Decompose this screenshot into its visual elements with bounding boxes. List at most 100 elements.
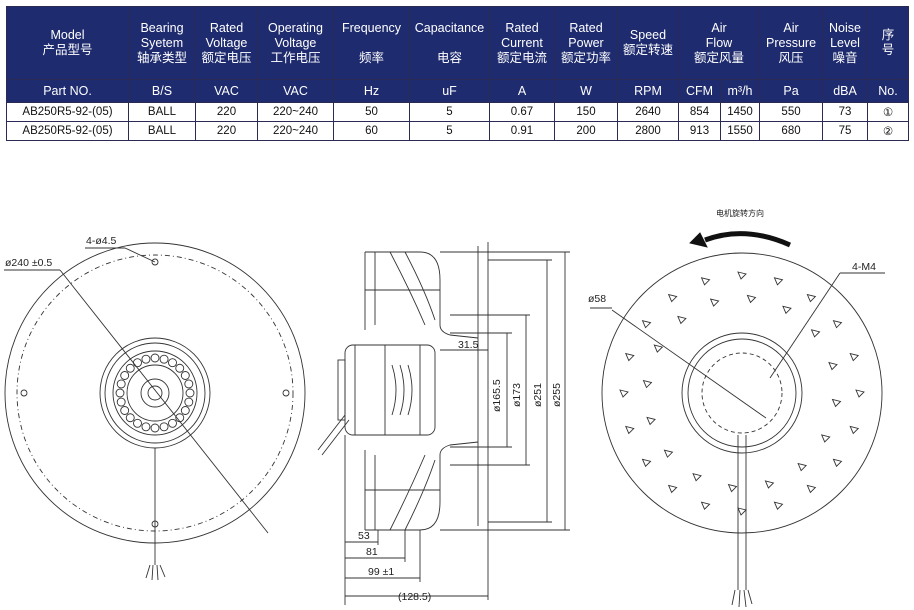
unit-cell: A (489, 79, 555, 103)
mount-hole (282, 389, 290, 397)
header-line: Air (711, 20, 727, 35)
dim-255: ø255 (551, 383, 563, 407)
unit-cell: W (554, 79, 618, 103)
cooling-hole (168, 358, 177, 368)
header-line: Syetem (140, 35, 184, 50)
cooling-hole (116, 379, 126, 389)
vent-slot (855, 389, 865, 398)
vent-slot (653, 344, 664, 353)
dim-58: ø58 (588, 293, 606, 305)
vent-slot (764, 480, 775, 489)
vent-slot (700, 501, 711, 511)
table-cell: 220~240 (257, 102, 334, 122)
table-cell: 75 (822, 121, 869, 141)
header-line: Noise (829, 20, 861, 35)
cooling-hole (175, 363, 185, 373)
header-line: Capacitance (414, 20, 485, 35)
cooling-hole (180, 371, 190, 380)
vent-slot (625, 425, 635, 435)
header-line: 轴承类型 (136, 50, 187, 65)
motor-cooling-holes (115, 353, 195, 433)
dim-173: ø173 (511, 383, 523, 407)
cooling-hole (125, 363, 135, 373)
table-cell: 680 (759, 121, 824, 141)
vent-slot (641, 319, 652, 329)
unit-cell: No. (867, 79, 910, 103)
rotation-label: 电机旋转方向 (716, 208, 764, 218)
cooling-hole (120, 371, 130, 380)
table-cell: 220~240 (257, 121, 334, 141)
vent-slot (727, 483, 738, 493)
header-line: 工作电压 (270, 50, 321, 65)
header-line: 额定功率 (560, 50, 611, 65)
header-line: 电容 (436, 50, 462, 65)
technical-drawing: 4-ø4.5 ø240 ±0.5 31.5 ø165.5 ø173 ø251 ø… (4, 208, 885, 608)
header-line: 额定风量 (694, 50, 745, 65)
cooling-hole (133, 418, 142, 428)
cooling-hole (115, 388, 125, 398)
header-line: Bearing (140, 20, 184, 35)
unit-cell: RPM (617, 79, 679, 103)
unit-cell: Part NO. (6, 79, 129, 103)
holes-label: 4-ø4.5 (86, 235, 117, 247)
dim-81: 81 (366, 546, 378, 558)
mount-hole (20, 389, 28, 397)
header-line: Air (783, 20, 799, 35)
vent-slot (641, 458, 652, 468)
header-line: Model (50, 28, 85, 42)
header-line: Current (501, 35, 543, 50)
cooling-hole (125, 413, 135, 423)
header-line (334, 36, 409, 51)
header-seq: 序号 (867, 6, 910, 80)
table-cell: 150 (554, 102, 618, 122)
header-line: 额定转速 (622, 43, 673, 57)
header-line: 号 (881, 43, 895, 57)
cooling-hole (180, 406, 190, 415)
header-line: Power (568, 35, 604, 50)
table-cell: BALL (128, 102, 196, 122)
cooling-hole (150, 353, 160, 363)
table-cell: BALL (128, 121, 196, 141)
vent-slot (746, 294, 757, 304)
vent-slot (782, 305, 792, 315)
header-line: Voltage (205, 35, 248, 50)
vent-slot (797, 462, 808, 472)
cooling-hole (159, 354, 169, 364)
table-cell: 5 (409, 121, 490, 141)
outer-diameter-label: ø240 ±0.5 (5, 257, 52, 269)
unit-cell: dBA (822, 79, 869, 103)
table-cell: 0.67 (489, 102, 555, 122)
cooling-hole (185, 388, 195, 398)
mount-hole (151, 258, 159, 266)
table-cell: 550 (759, 102, 824, 122)
unit-cell: B/S (128, 79, 196, 103)
table-cell: 50 (333, 102, 410, 122)
vent-slot (849, 425, 860, 435)
table-cell: 220 (195, 121, 258, 141)
dim-251: ø251 (532, 383, 544, 407)
table-cell: 2800 (617, 121, 679, 141)
m4-label: 4-M4 (852, 261, 876, 273)
vent-slot (663, 449, 674, 458)
unit-cell: VAC (257, 79, 334, 103)
table-cell: ② (867, 121, 910, 141)
vent-slot (832, 458, 843, 468)
vent-slot (849, 352, 860, 362)
rear-view (590, 231, 885, 608)
header-line: 产品型号 (42, 43, 93, 57)
dim-99: 99 ±1 (368, 566, 394, 578)
unit-cell: CFM (678, 79, 721, 103)
vent-slot (709, 298, 720, 307)
vent-slot (677, 315, 687, 325)
vent-slot (810, 329, 821, 338)
table-cell: 854 (678, 102, 721, 122)
